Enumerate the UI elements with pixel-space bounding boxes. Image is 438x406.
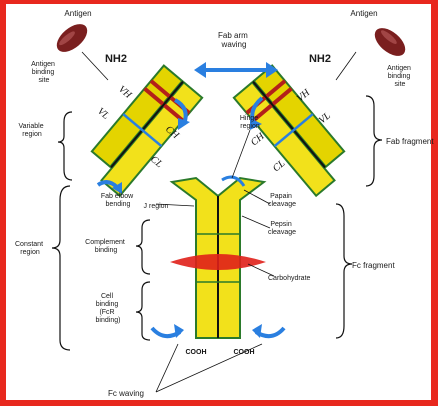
nh2-right-label: NH2 (309, 53, 331, 65)
fab-fragment-label: Fab fragment (386, 137, 434, 146)
fc-fragment-label: Fc fragment (352, 261, 395, 270)
nh2-left-label: NH2 (105, 53, 127, 65)
cooh-left-label: COOH (186, 349, 207, 356)
carbohydrate-label: Carbohydrate (268, 275, 311, 282)
variable-region-label: Variable region (18, 123, 45, 138)
fab-elbow-bending-label: Fab elbow bending (101, 193, 135, 208)
pepsin-cleavage-label: Pepsin cleavage (268, 221, 296, 236)
hinge-region-label: Hinge region (240, 115, 260, 130)
cooh-right-label: COOH (234, 349, 255, 356)
fc-waving-label: Fc waving (108, 389, 144, 398)
antigen-right-label: Antigen (350, 9, 377, 18)
fab-arm-waving-label: Fab arm waving (218, 31, 250, 49)
antigen-left-label: Antigen (64, 9, 91, 18)
j-region-label: J region (144, 203, 169, 210)
papain-cleavage-label: Papain cleavage (268, 193, 296, 208)
